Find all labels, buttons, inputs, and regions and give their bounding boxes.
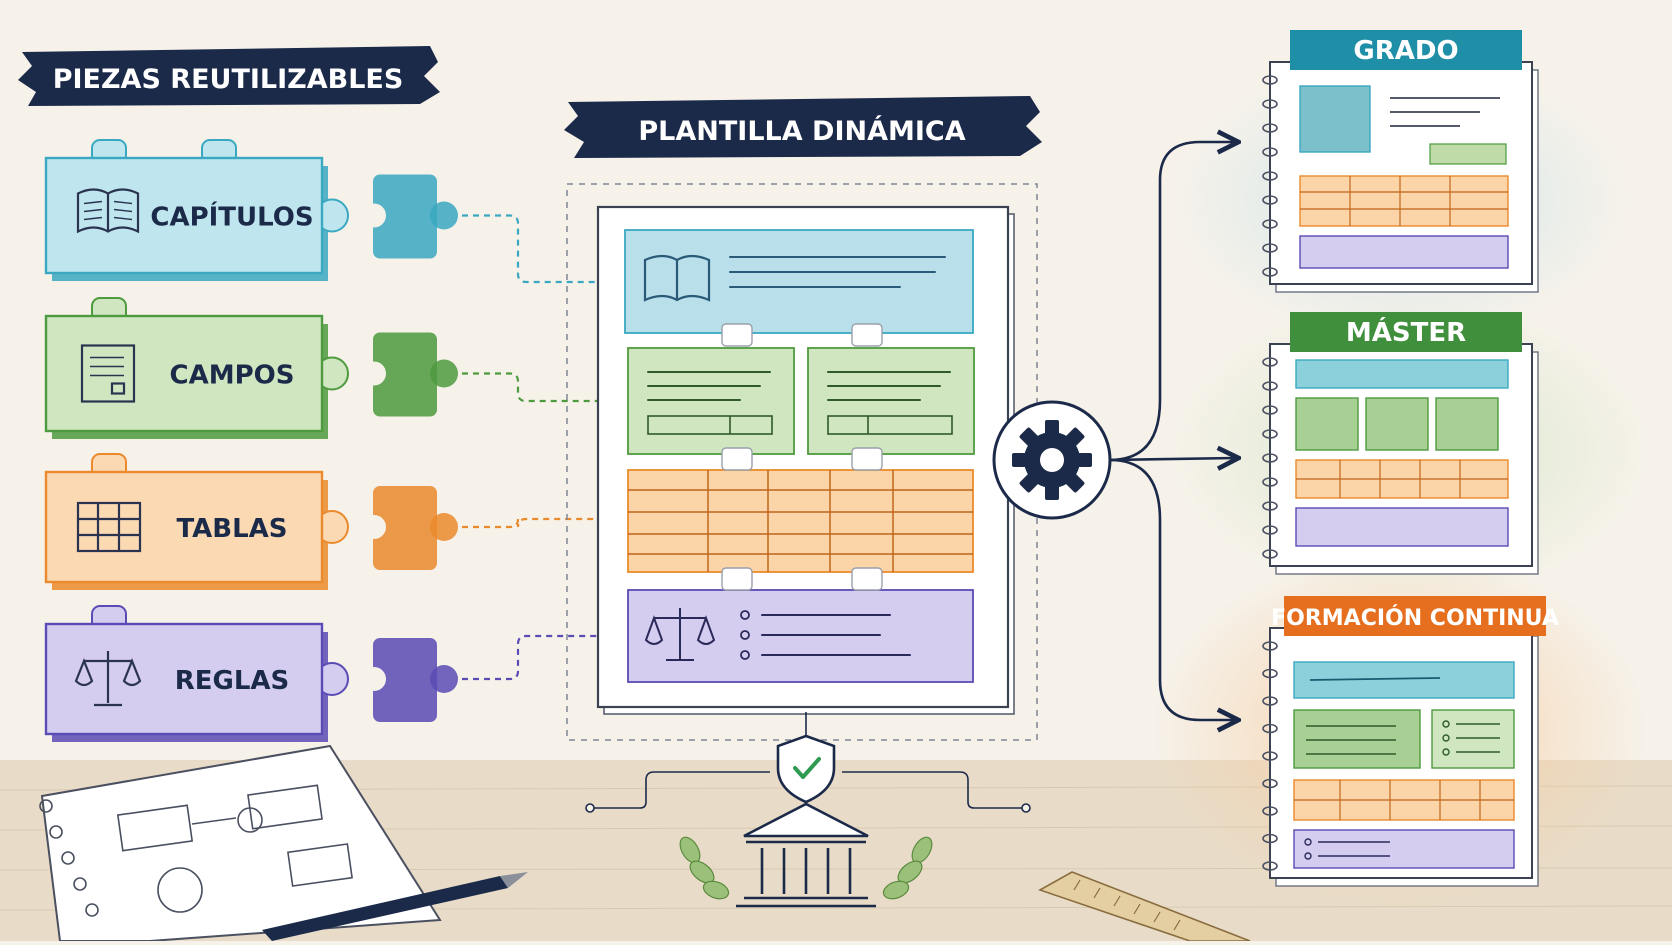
output-arrows	[1109, 142, 1236, 720]
pieces-title: PIEZAS REUTILIZABLES	[53, 64, 404, 95]
small-piece-tablas	[362, 486, 458, 570]
output-label: GRADO	[1353, 36, 1458, 66]
table-icon	[76, 501, 142, 553]
laurel-leaves	[679, 836, 933, 900]
template-fields-block	[627, 347, 975, 455]
piece-capítulos: CAPÍTULOS	[44, 139, 349, 281]
piece-campos: CAMPOS	[44, 297, 349, 439]
small-piece-campos	[362, 332, 458, 417]
piece-tablas: TABLAS	[44, 453, 349, 590]
output-formacion-continua: FORMACIÓN CONTINUA	[1262, 596, 1559, 887]
output-label: MÁSTER	[1346, 316, 1466, 348]
university-building-icon	[736, 802, 876, 908]
piece-connectors	[362, 174, 620, 722]
pen	[262, 872, 528, 941]
output-grado: GRADO	[1262, 30, 1539, 293]
template-joints	[721, 323, 883, 591]
scales-icon	[74, 651, 142, 707]
book-icon	[76, 188, 140, 234]
template-rules-block	[627, 589, 974, 683]
template-chapter-block	[624, 229, 974, 334]
template-title: PLANTILLA DINÁMICA	[638, 115, 965, 147]
template-table-block	[627, 469, 974, 573]
outputs-column: GRADO MÁSTER FORMACIÓN CONTINUA	[1262, 30, 1559, 887]
gear-engine	[992, 400, 1112, 520]
validation-connector	[585, 712, 1031, 813]
piece-label: TABLAS	[176, 514, 287, 544]
scales-icon	[644, 608, 716, 661]
output-label: FORMACIÓN CONTINUA	[1271, 605, 1559, 631]
piece-label: CAPÍTULOS	[150, 201, 313, 233]
small-piece-capítulos	[362, 174, 458, 259]
piece-label: REGLAS	[175, 666, 290, 696]
piece-label: CAMPOS	[170, 361, 295, 391]
pieces-column: CAPÍTULOS CAMPOS TABLAS REGLAS	[44, 139, 349, 742]
gear-icon	[1012, 420, 1092, 500]
piece-reglas: REGLAS	[44, 605, 349, 742]
small-piece-reglas	[362, 638, 458, 722]
template-title-banner: PLANTILLA DINÁMICA	[564, 96, 1042, 158]
output-master: MÁSTER	[1262, 312, 1539, 575]
pieces-title-banner: PIEZAS REUTILIZABLES	[18, 46, 440, 106]
form-icon	[80, 344, 136, 403]
book-icon	[643, 254, 711, 302]
shield-check-icon	[776, 734, 836, 804]
